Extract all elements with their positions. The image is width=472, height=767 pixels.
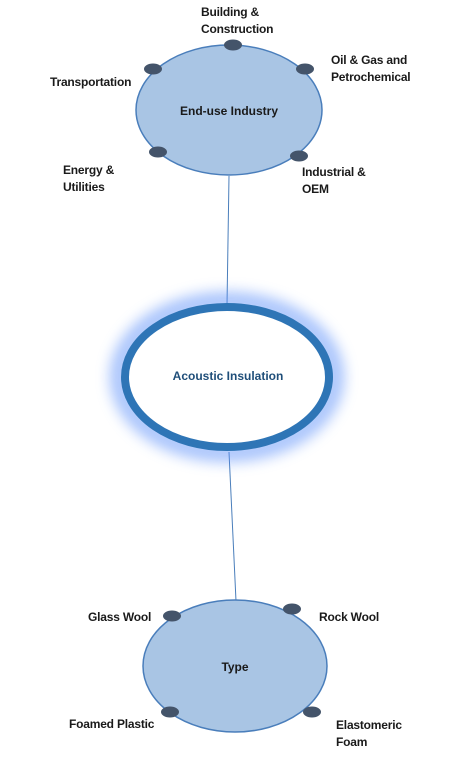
end-use-item-transportation: Transportation — [50, 75, 132, 89]
node-dot — [296, 63, 314, 75]
type-title: Type — [221, 660, 249, 674]
end-use-item-oil-gas: Oil & Gas and Petrochemical — [331, 53, 411, 84]
node-dot — [283, 603, 301, 615]
end-use-item-building: Building & Construction — [201, 5, 274, 36]
type-node — [142, 599, 328, 733]
end-use-item-energy: Energy & Utilities — [63, 163, 115, 194]
core-glow — [110, 292, 344, 462]
type-item-glass-wool: Glass Wool — [88, 610, 152, 624]
end-use-item-industrial: Industrial & OEM — [302, 165, 366, 196]
end-use-title: End-use Industry — [179, 104, 279, 118]
node-dot — [161, 706, 179, 718]
core-node — [121, 303, 333, 451]
node-dot — [290, 150, 308, 162]
type-item-rock-wool: Rock Wool — [319, 610, 379, 624]
connector-top — [226, 175, 230, 306]
type-item-foamed-plastic: Foamed Plastic — [69, 717, 155, 731]
connector-bottom — [228, 451, 237, 602]
type-item-elastomeric-foam: Elastomeric Foam — [336, 718, 402, 749]
node-dot — [149, 146, 167, 158]
core-title: Acoustic Insulation — [172, 369, 284, 383]
node-dot — [144, 63, 162, 75]
node-dot — [163, 610, 181, 622]
node-dot — [303, 706, 321, 718]
node-dot — [224, 39, 242, 51]
